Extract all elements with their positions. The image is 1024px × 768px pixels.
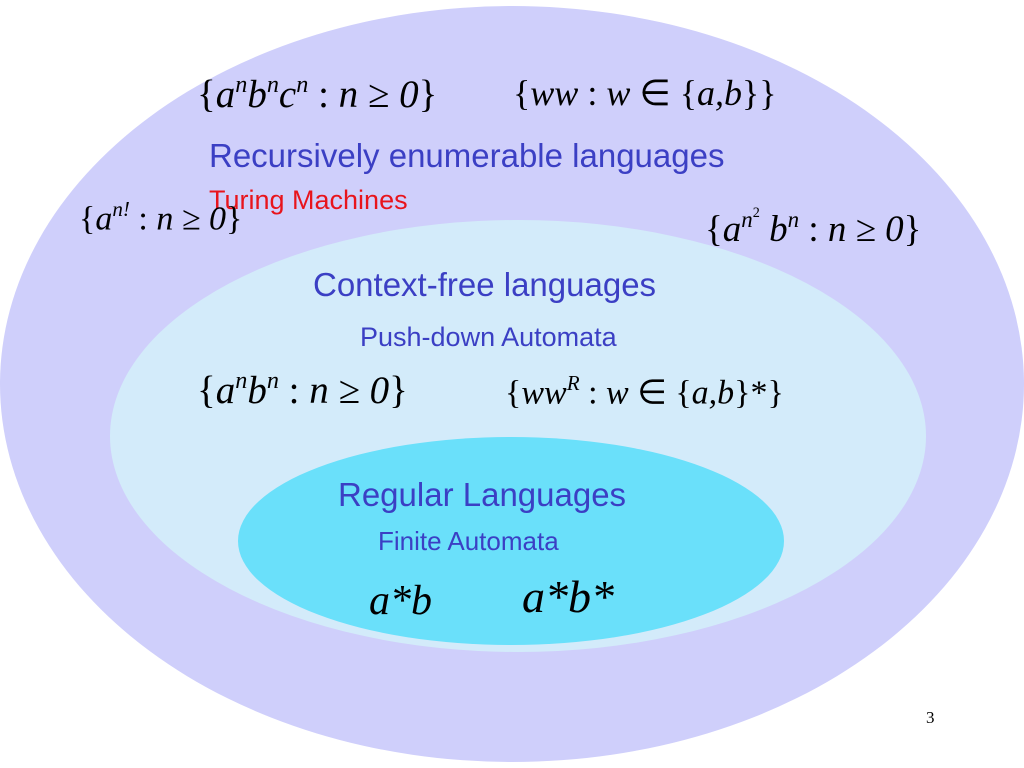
formula-an2bn: {an2 bn : n ≥ 0}	[705, 205, 922, 250]
finite-automata-label: Finite Automata	[378, 526, 559, 556]
formula-ww: {ww : w ∈ {a,b}}	[513, 73, 777, 113]
push-down-automata-label: Push-down Automata	[360, 322, 617, 352]
formula-anbncn: {anbncn : n ≥ 0}	[197, 70, 438, 116]
formula-a-n-factorial: {an! : n ≥ 0}	[79, 196, 243, 238]
formula-a-star-b-star: a*b*	[522, 571, 614, 622]
regular-region	[238, 437, 784, 645]
recursively-enumerable-title: Recursively enumerable languages	[209, 137, 725, 174]
page-number: 3	[926, 708, 935, 727]
regular-languages-title: Regular Languages	[338, 476, 627, 513]
formula-wwr: {wwR : w ∈ {a,b}*}	[505, 370, 784, 412]
turing-machines-label: Turing Machines	[209, 185, 408, 215]
context-free-title: Context-free languages	[313, 266, 657, 303]
formula-a-star-b: a*b	[369, 578, 432, 624]
formula-anbn: {anbn : n ≥ 0}	[197, 366, 408, 412]
